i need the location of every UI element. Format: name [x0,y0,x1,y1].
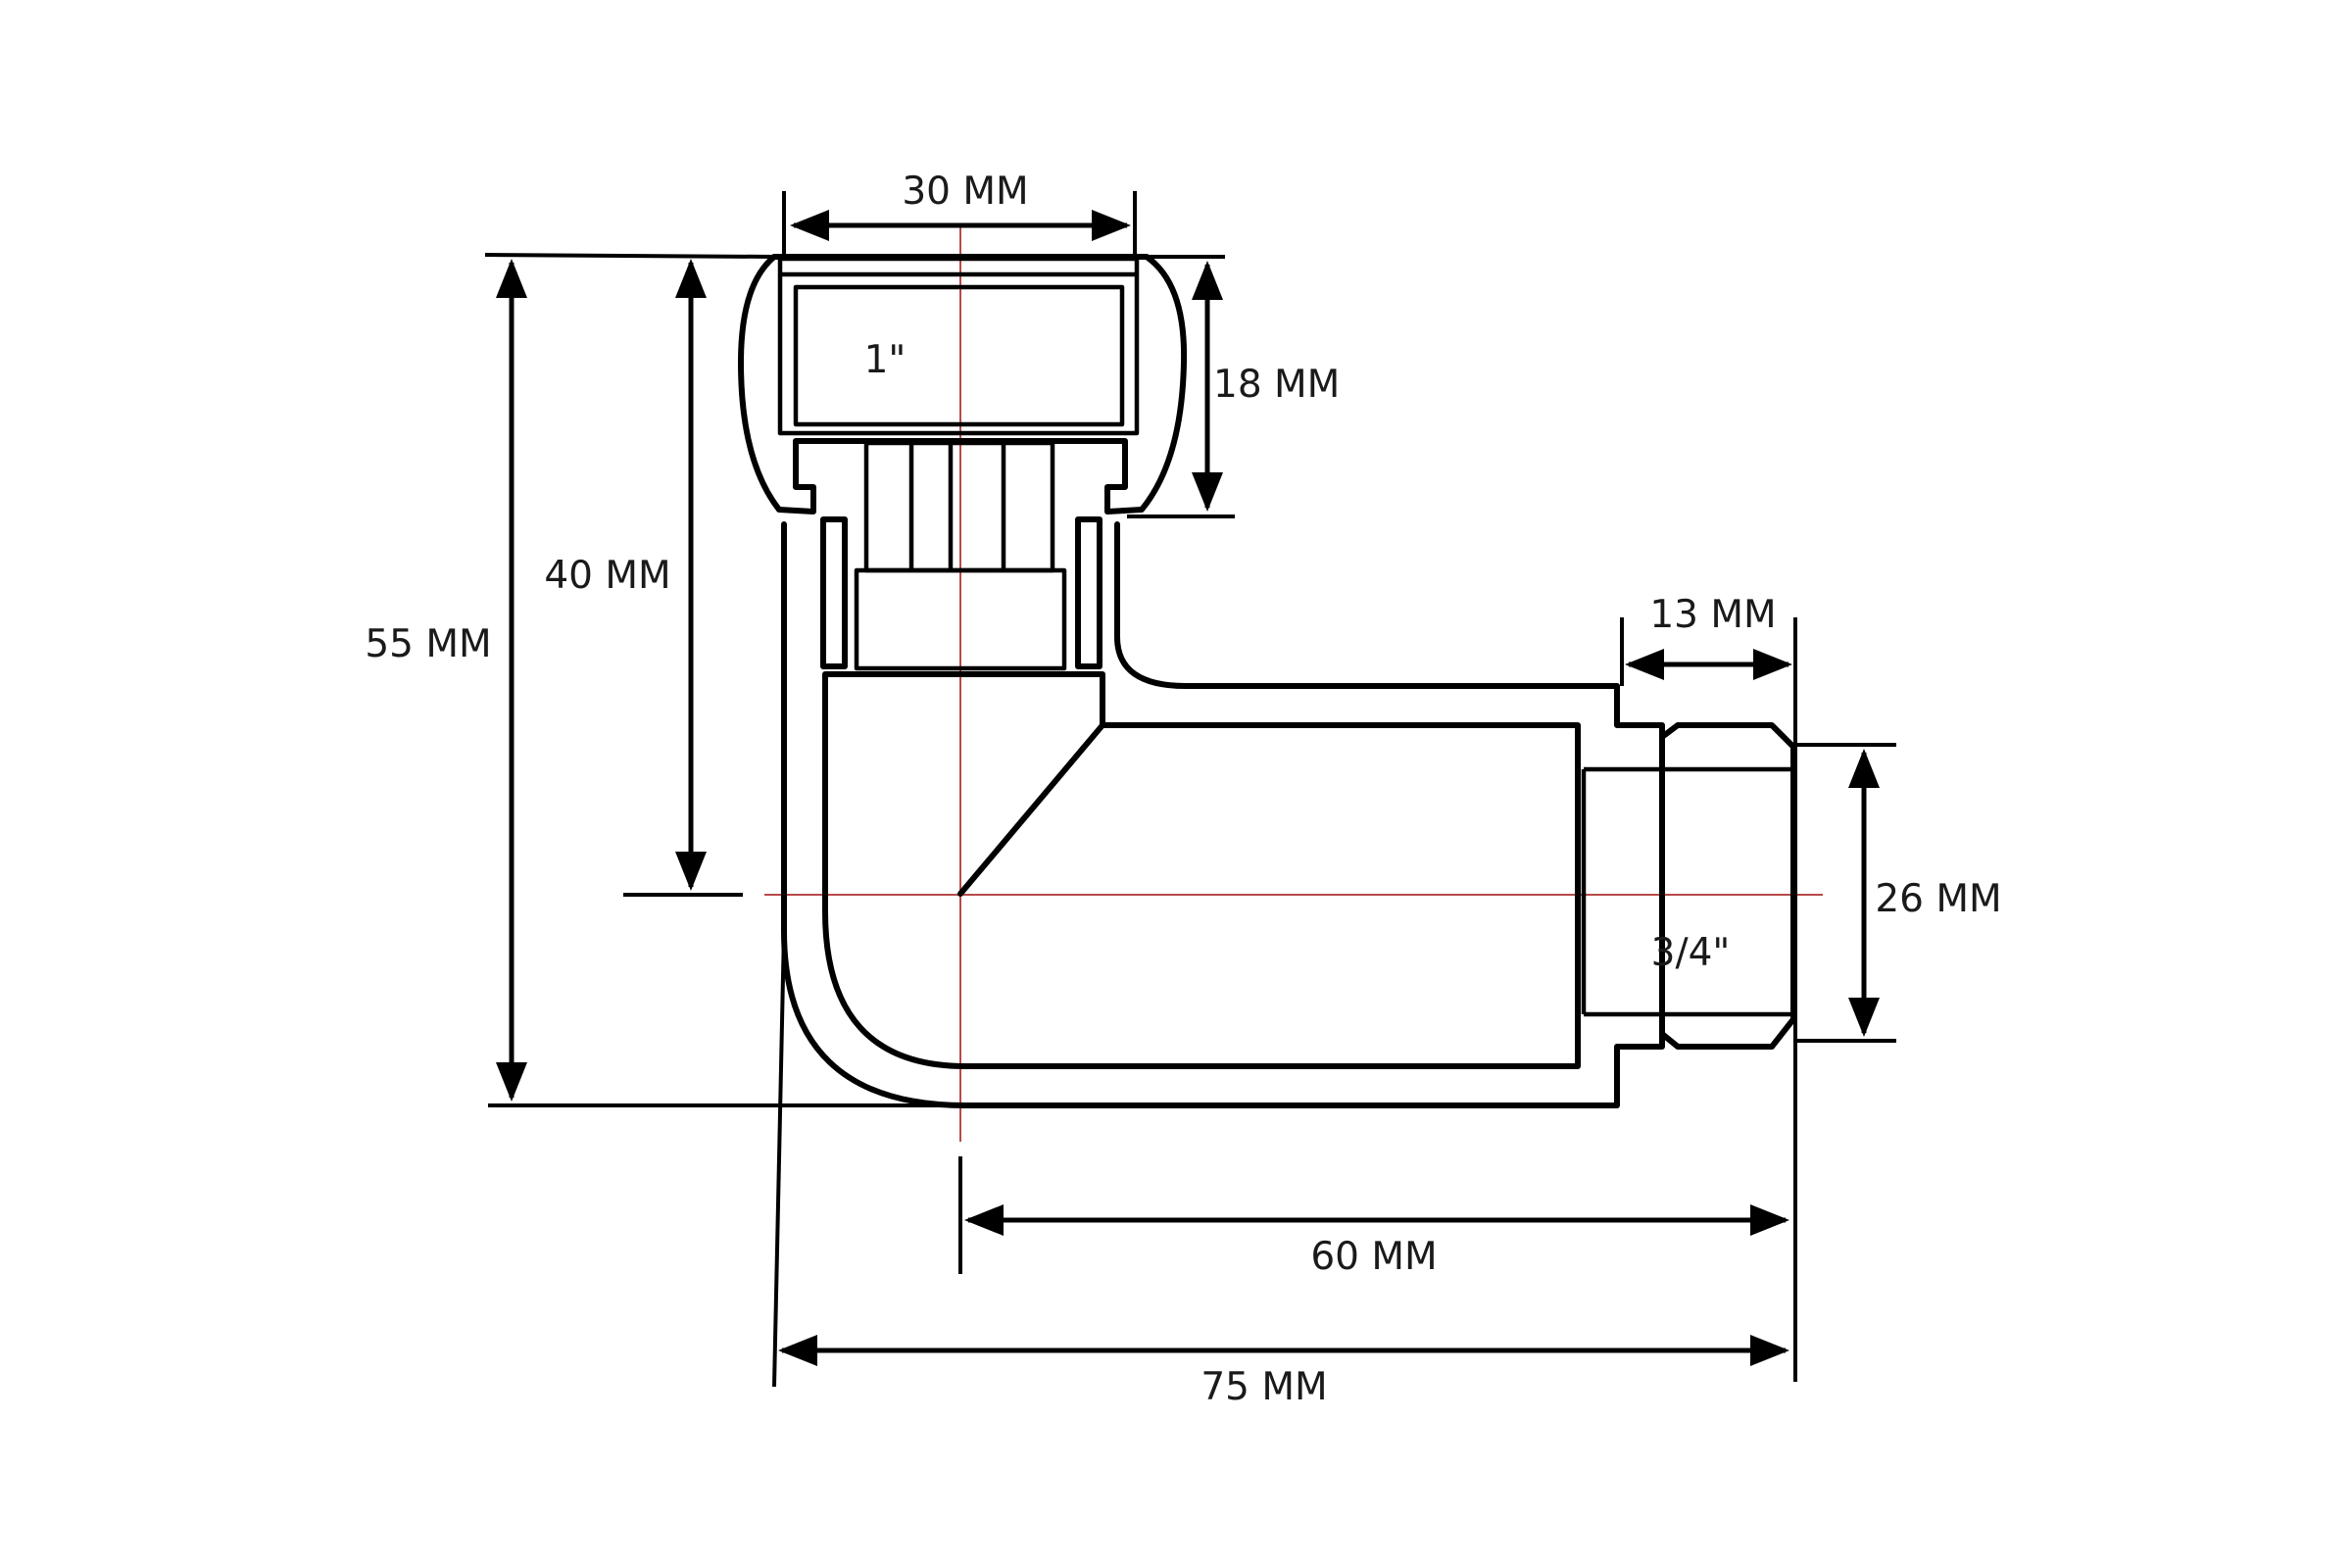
dimension-lines [496,210,1880,1366]
label-13mm: 13 MM [1649,593,1776,637]
label-40mm: 40 MM [544,554,670,598]
top-thread-inner [793,284,1125,427]
label-26mm: 26 MM [1875,877,2001,921]
outlet-thread [1659,722,1796,1050]
label-55mm: 55 MM [365,622,491,666]
center-lines [764,225,1823,1142]
dimension-labels: 30 MM 18 MM 55 MM 40 MM 13 MM 26 MM 60 M… [365,170,2001,1409]
top-thread-outer [777,256,1140,436]
label-30mm: 30 MM [902,170,1028,214]
top-nut-outline [738,254,1188,514]
label-top-thread-size: 1" [864,338,906,382]
stem-ribs [820,440,1102,671]
extension-lines [484,191,1896,1388]
label-outlet-thread-size: 3/4" [1651,931,1731,975]
label-75mm: 75 MM [1200,1365,1327,1409]
label-60mm: 60 MM [1310,1235,1437,1279]
elbow-bevel-line [957,722,1105,897]
fitting-body [738,254,1796,1108]
elbow-inner-passage [822,671,1581,1069]
label-18mm: 18 MM [1213,363,1340,407]
ext-top-left [484,253,775,259]
thread-size-labels: 1" 3/4" [864,338,1731,975]
ext-left-end [772,930,786,1388]
elbow-outer-body [781,521,1665,1108]
